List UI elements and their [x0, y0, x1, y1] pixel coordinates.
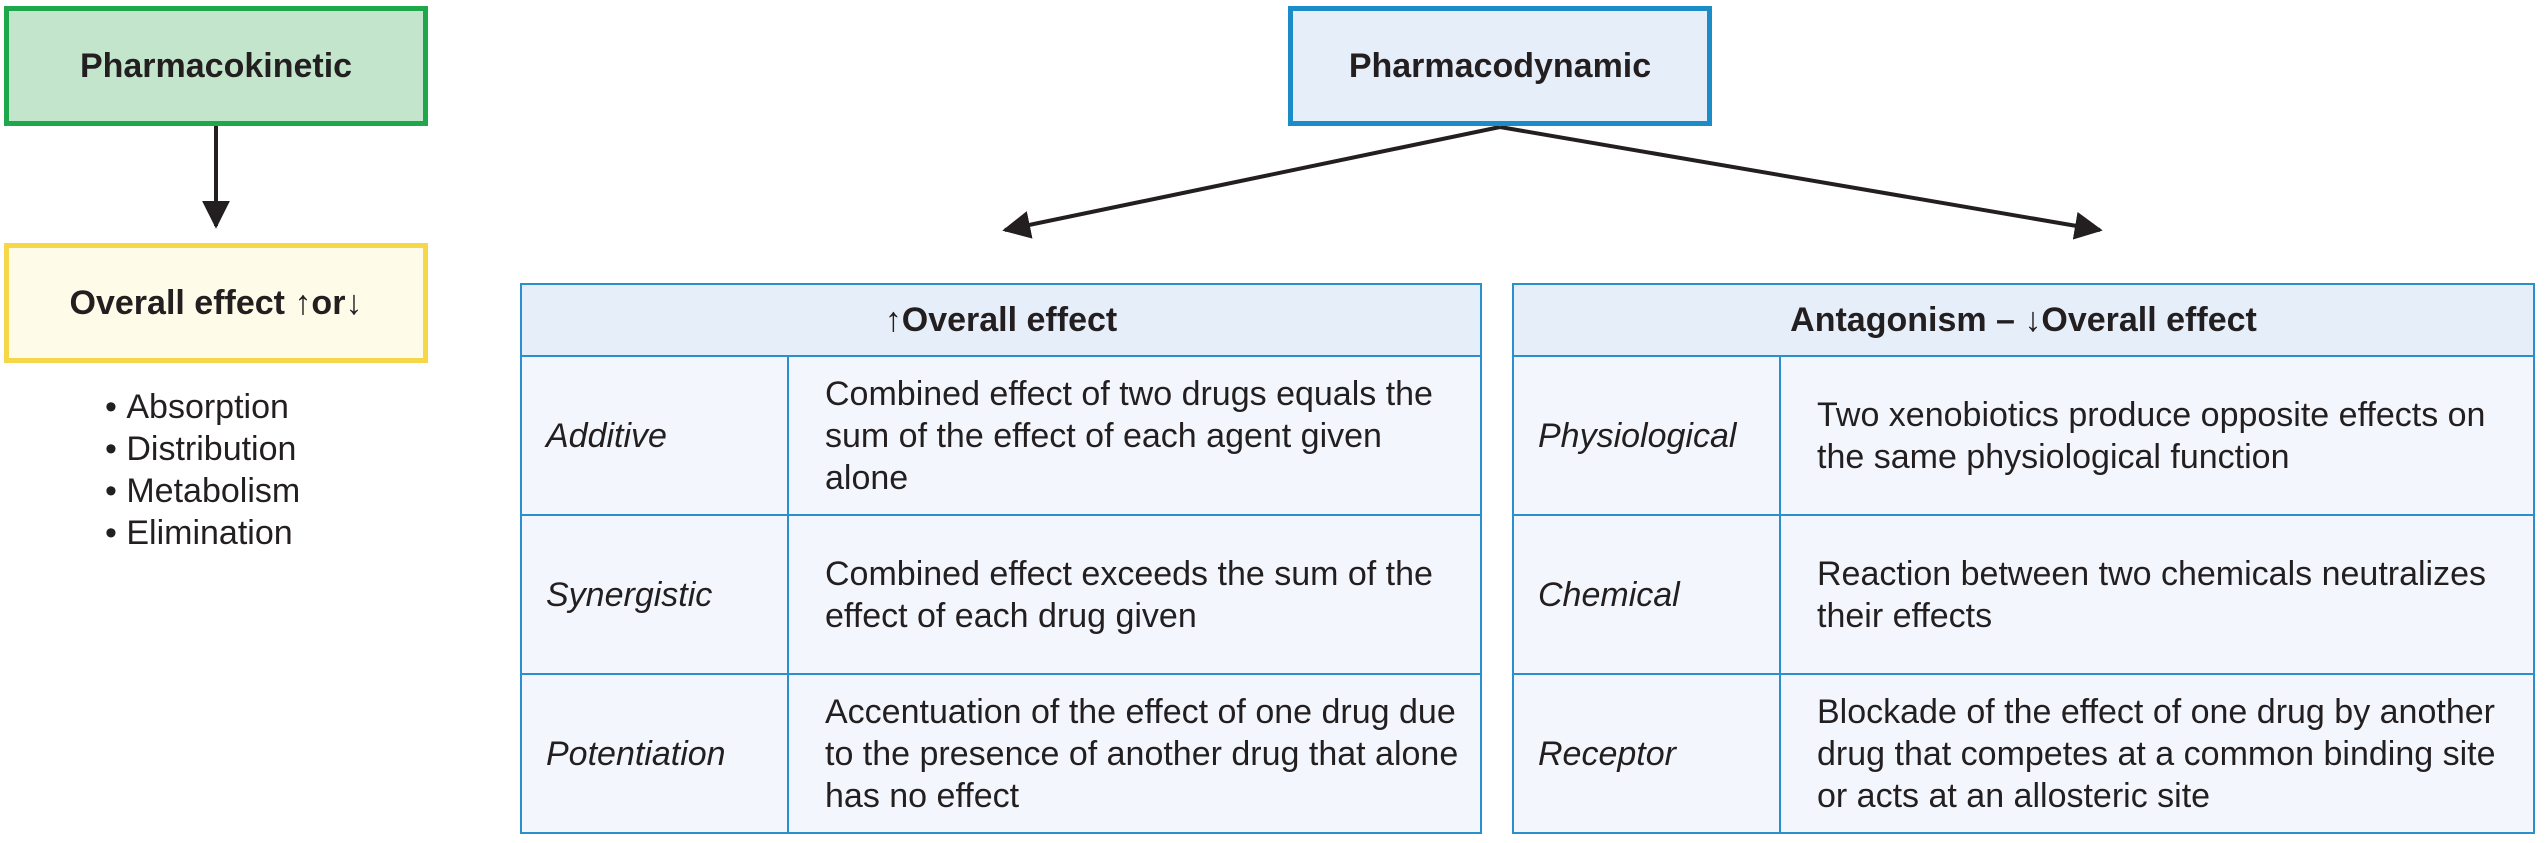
overall-effect-box: Overall effect ↑or↓ — [4, 243, 428, 363]
increase-effect-header: ↑Overall effect — [520, 283, 1482, 357]
interaction-description: Accentuation of the effect of one drug d… — [787, 673, 1482, 834]
list-item: Metabolism — [105, 470, 300, 512]
interaction-term: Physiological — [1512, 355, 1781, 516]
table-header-row: ↑Overall effect — [520, 283, 1482, 357]
list-item: Elimination — [105, 512, 300, 554]
pharmacodynamic-label: Pharmacodynamic — [1348, 46, 1652, 85]
interaction-description: Two xenobiotics produce opposite effects… — [1779, 355, 2535, 516]
pharmacokinetic-box: Pharmacokinetic — [4, 6, 428, 126]
interaction-description: Reaction between two chemicals neutraliz… — [1779, 514, 2535, 675]
pharmacodynamic-box: Pharmacodynamic — [1288, 6, 1712, 126]
table-row: Physiological Two xenobiotics produce op… — [1512, 355, 2535, 516]
table-row: Chemical Reaction between two chemicals … — [1512, 514, 2535, 675]
arrow-to-antagonism-table — [1499, 125, 2103, 240]
table-row: Potentiation Accentuation of the effect … — [520, 673, 1482, 834]
interaction-term: Synergistic — [520, 514, 789, 675]
table-row: Additive Combined effect of two drugs eq… — [520, 355, 1482, 516]
overall-effect-label: Overall effect ↑or↓ — [69, 283, 363, 322]
antagonism-table: Antagonism – ↓Overall effect Physiologic… — [1512, 283, 2535, 834]
pharmacokinetic-label: Pharmacokinetic — [79, 46, 353, 85]
interaction-term: Chemical — [1512, 514, 1781, 675]
table-header-row: Antagonism – ↓Overall effect — [1512, 283, 2535, 357]
interaction-term: Receptor — [1512, 673, 1781, 834]
list-item: Absorption — [105, 386, 300, 428]
arrow-to-increase-table — [1002, 125, 1501, 239]
table-row: Receptor Blockade of the effect of one d… — [1512, 673, 2535, 834]
interaction-description: Combined effect of two drugs equals the … — [787, 355, 1482, 516]
interaction-description: Blockade of the effect of one drug by an… — [1779, 673, 2535, 834]
interaction-term: Potentiation — [520, 673, 789, 834]
interaction-description: Combined effect exceeds the sum of the e… — [787, 514, 1482, 675]
list-item: Distribution — [105, 428, 300, 470]
antagonism-header: Antagonism – ↓Overall effect — [1512, 283, 2535, 357]
pharmacokinetic-process-list: Absorption Distribution Metabolism Elimi… — [105, 386, 300, 554]
increase-effect-table: ↑Overall effect Additive Combined effect… — [520, 283, 1482, 834]
interaction-term: Additive — [520, 355, 789, 516]
table-row: Synergistic Combined effect exceeds the … — [520, 514, 1482, 675]
